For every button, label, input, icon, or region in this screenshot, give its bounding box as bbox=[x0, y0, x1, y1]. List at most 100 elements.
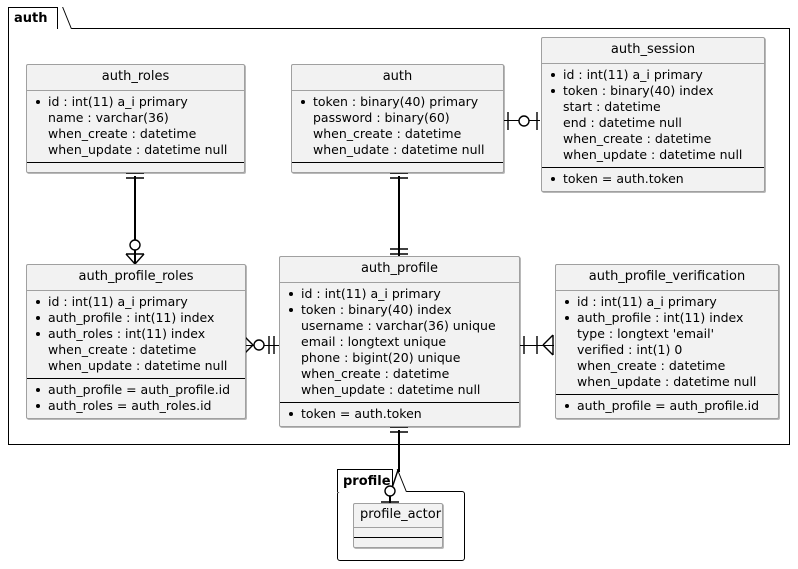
attribute-row: id : int(11) a_i primary bbox=[550, 67, 756, 83]
entity-profile_actor[interactable]: profile_actor bbox=[353, 503, 443, 548]
attribute-text: token : binary(40) index bbox=[563, 83, 714, 98]
card-zero-or-many-auth_profile_roles-top bbox=[124, 238, 146, 266]
attribute-text: when_create : datetime bbox=[48, 342, 197, 357]
attribute-text: email : longtext unique bbox=[301, 334, 447, 349]
entity-auth[interactable]: auth token : binary(40) primary password… bbox=[291, 64, 504, 173]
foreign-key-text: auth_profile = auth_profile.id bbox=[48, 382, 231, 397]
foreign-key-row: auth_roles = auth_roles.id bbox=[35, 398, 237, 414]
attribute-text: verified : int(1) 0 bbox=[577, 342, 683, 357]
link-auth_roles-auth_profile_roles bbox=[134, 176, 136, 264]
attribute-text: auth_roles : int(11) index bbox=[48, 326, 206, 341]
entity-auth_roles[interactable]: auth_roles id : int(11) a_i primary name… bbox=[26, 64, 245, 173]
attribute-text: when_create : datetime bbox=[48, 126, 197, 141]
foreign-key-text: token = auth.token bbox=[563, 171, 684, 186]
foreign-key-row: auth_profile = auth_profile.id bbox=[564, 398, 770, 414]
attribute-row: when_update : datetime null bbox=[35, 358, 237, 374]
attribute-row: when_update : datetime null bbox=[564, 374, 770, 390]
entity-title: auth_profile_verification bbox=[556, 265, 778, 291]
entity-auth_profile[interactable]: auth_profile id : int(11) a_i primary to… bbox=[279, 256, 520, 427]
key-bullet-icon bbox=[289, 412, 293, 416]
attribute-text: when_update : datetime null bbox=[301, 382, 481, 397]
attribute-row: end : datetime null bbox=[550, 115, 756, 131]
entity-auth_session[interactable]: auth_session id : int(11) a_i primary to… bbox=[541, 37, 765, 192]
attribute-row: id : int(11) a_i primary bbox=[35, 294, 237, 310]
attribute-text: when_update : datetime null bbox=[48, 142, 228, 157]
attribute-text: name : varchar(36) bbox=[48, 110, 169, 125]
attributes-section bbox=[354, 528, 442, 538]
auth-package-label: auth bbox=[14, 11, 48, 26]
key-bullet-icon bbox=[289, 308, 293, 312]
key-bullet-icon bbox=[36, 332, 40, 336]
entity-auth_profile_verification[interactable]: auth_profile_verification id : int(11) a… bbox=[555, 264, 779, 419]
attribute-text: when_update : datetime null bbox=[563, 147, 743, 162]
entity-title: auth_profile_roles bbox=[27, 265, 245, 291]
attribute-row: when_create : datetime bbox=[288, 366, 511, 382]
attribute-row: id : int(11) a_i primary bbox=[35, 94, 236, 110]
card-one-auth_profile-bottom bbox=[388, 424, 410, 438]
link-auth-auth_profile bbox=[398, 176, 400, 258]
footer-section: auth_profile = auth_profile.id bbox=[556, 395, 778, 418]
foreign-key-text: token = auth.token bbox=[301, 406, 422, 421]
key-bullet-icon bbox=[301, 100, 305, 104]
attributes-section: id : int(11) a_i primary name : varchar(… bbox=[27, 91, 244, 163]
attribute-text: when_udate : datetime null bbox=[313, 142, 485, 157]
attribute-row: auth_profile : int(11) index bbox=[35, 310, 237, 326]
attributes-section: id : int(11) a_i primary auth_profile : … bbox=[556, 291, 778, 395]
footer-section bbox=[27, 163, 244, 172]
attribute-text: when_update : datetime null bbox=[48, 358, 228, 373]
attribute-text: id : int(11) a_i primary bbox=[301, 286, 441, 301]
attribute-row: id : int(11) a_i primary bbox=[288, 286, 511, 302]
attribute-row: when_update : datetime null bbox=[288, 382, 511, 398]
card-one-auth_roles-bottom bbox=[124, 170, 146, 184]
entity-auth_profile_roles[interactable]: auth_profile_roles id : int(11) a_i prim… bbox=[26, 264, 246, 419]
attributes-section: id : int(11) a_i primary token : binary(… bbox=[542, 64, 764, 168]
attribute-row: token : binary(40) index bbox=[288, 302, 511, 318]
key-bullet-icon bbox=[551, 89, 555, 93]
attribute-text: when_create : datetime bbox=[577, 358, 726, 373]
attribute-row: token : binary(40) index bbox=[550, 83, 756, 99]
attribute-row: when_update : datetime null bbox=[550, 147, 756, 163]
attribute-row: id : int(11) a_i primary bbox=[564, 294, 770, 310]
attribute-text: token : binary(40) primary bbox=[313, 94, 479, 109]
footer-section: token = auth.token bbox=[542, 168, 764, 191]
card-zero-or-one-profile_actor-top bbox=[379, 485, 401, 507]
attribute-text: id : int(11) a_i primary bbox=[48, 94, 188, 109]
attribute-row: start : datetime bbox=[550, 99, 756, 115]
key-bullet-icon bbox=[36, 300, 40, 304]
attributes-section: id : int(11) a_i primary token : binary(… bbox=[280, 283, 519, 403]
attribute-text: id : int(11) a_i primary bbox=[48, 294, 188, 309]
attribute-row: when_create : datetime bbox=[550, 131, 756, 147]
footer-section bbox=[354, 538, 442, 547]
link-auth_profile-profile-down bbox=[398, 430, 400, 472]
attribute-text: id : int(11) a_i primary bbox=[577, 294, 717, 309]
attribute-text: when_create : datetime bbox=[301, 366, 450, 381]
attribute-text: id : int(11) a_i primary bbox=[563, 67, 703, 82]
attribute-row: phone : bigint(20) unique bbox=[288, 350, 511, 366]
entity-title: auth_session bbox=[542, 38, 764, 64]
attribute-text: auth_profile : int(11) index bbox=[577, 310, 744, 325]
attribute-text: when_create : datetime bbox=[563, 131, 712, 146]
card-one-auth-bottom bbox=[388, 170, 410, 184]
attribute-row: when_create : datetime bbox=[300, 126, 495, 142]
profile-package-label: profile bbox=[343, 473, 391, 489]
attributes-section: token : binary(40) primary password : bi… bbox=[292, 91, 503, 163]
footer-section bbox=[292, 163, 503, 172]
attribute-text: token : binary(40) index bbox=[301, 302, 452, 317]
attribute-text: when_create : datetime bbox=[313, 126, 462, 141]
footer-section: token = auth.token bbox=[280, 403, 519, 426]
card-zero-or-one-auth_session-left bbox=[516, 110, 542, 132]
entity-title: auth_profile bbox=[280, 257, 519, 283]
foreign-key-row: token = auth.token bbox=[550, 171, 756, 187]
attribute-row: token : binary(40) primary bbox=[300, 94, 495, 110]
attribute-row: name : varchar(36) bbox=[35, 110, 236, 126]
attribute-text: password : binary(60) bbox=[313, 110, 450, 125]
card-one-auth_profile-left bbox=[266, 334, 282, 356]
foreign-key-row: token = auth.token bbox=[288, 406, 511, 422]
attribute-row: when_create : datetime bbox=[35, 126, 236, 142]
attribute-row: when_create : datetime bbox=[35, 342, 237, 358]
attribute-row: auth_profile : int(11) index bbox=[564, 310, 770, 326]
attribute-row: auth_roles : int(11) index bbox=[35, 326, 237, 342]
key-bullet-icon bbox=[36, 388, 40, 392]
key-bullet-icon bbox=[551, 73, 555, 77]
